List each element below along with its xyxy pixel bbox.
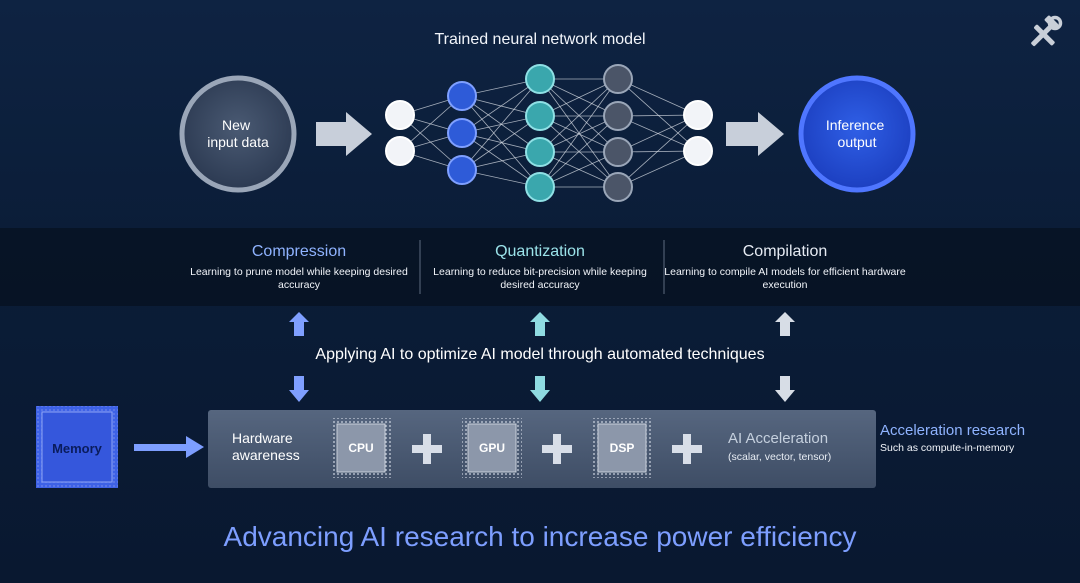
network-edge bbox=[461, 78, 541, 134]
center-statement: Applying AI to optimize AI model through… bbox=[315, 346, 765, 363]
ai-acceleration-label: AI Acceleration bbox=[728, 430, 829, 447]
network-node-layer-1 bbox=[447, 81, 477, 111]
dsp-chip: DSP bbox=[592, 418, 652, 478]
acceleration-research-subtitle: Such as compute-in-memory bbox=[880, 442, 1015, 454]
network-node-layer-2 bbox=[525, 101, 555, 131]
network-title: Trained neural network model bbox=[434, 31, 646, 48]
dsp-label: DSP bbox=[610, 441, 635, 455]
network-edge bbox=[617, 114, 699, 188]
network-node-layer-4 bbox=[683, 136, 713, 166]
up-arrow-compilation bbox=[775, 312, 795, 336]
network-node-layer-2 bbox=[525, 172, 555, 202]
compilation-title: Compilation bbox=[742, 243, 828, 260]
network-edge bbox=[461, 78, 541, 171]
down-arrow-compression bbox=[289, 376, 309, 402]
hammer-wrench-icon bbox=[1031, 15, 1063, 47]
footer-headline: Advancing AI research to increase power … bbox=[223, 521, 857, 552]
network-node-layer-0 bbox=[385, 136, 415, 166]
network-node-layer-2 bbox=[525, 64, 555, 94]
compilation-description: Learning to compile AI models for effici… bbox=[664, 266, 906, 291]
network-nodes bbox=[385, 64, 713, 202]
network-node-layer-0 bbox=[385, 100, 415, 130]
network-node-layer-4 bbox=[683, 100, 713, 130]
network-edge bbox=[539, 78, 619, 153]
hardware-awareness-label: Hardware awareness bbox=[232, 430, 300, 463]
network-edge bbox=[461, 95, 541, 188]
memory-chip: Memory bbox=[36, 406, 118, 488]
plus-icon bbox=[412, 434, 442, 464]
quantization-title: Quantization bbox=[495, 243, 585, 260]
inference-output-label: Inference output bbox=[826, 117, 888, 150]
network-edge bbox=[539, 78, 619, 188]
inference-output-circle bbox=[798, 75, 916, 193]
memory-label: Memory bbox=[52, 441, 103, 456]
network-edge bbox=[617, 78, 699, 152]
network-edge bbox=[539, 115, 619, 188]
network-edge bbox=[461, 115, 541, 171]
acceleration-research-title: Acceleration research bbox=[880, 422, 1026, 439]
memory-arrow bbox=[134, 436, 204, 458]
network-node-layer-3 bbox=[603, 64, 633, 94]
ai-acceleration-subtitle: (scalar, vector, tensor) bbox=[728, 451, 832, 463]
cpu-chip: CPU bbox=[331, 418, 391, 478]
up-arrow-compression bbox=[289, 312, 309, 336]
network-edge bbox=[461, 132, 541, 188]
network-node-layer-3 bbox=[603, 172, 633, 202]
techniques-band bbox=[0, 228, 1080, 306]
quantization-description: Learning to reduce bit-precision while k… bbox=[433, 266, 647, 291]
output-arrow bbox=[726, 112, 784, 156]
input-data-circle bbox=[179, 75, 297, 193]
input-arrow bbox=[316, 112, 372, 156]
down-arrow-compilation bbox=[775, 376, 795, 402]
input-data-label: New input data bbox=[207, 117, 269, 150]
network-node-layer-3 bbox=[603, 101, 633, 131]
network-node-layer-3 bbox=[603, 137, 633, 167]
cpu-label: CPU bbox=[348, 441, 373, 455]
compression-description: Learning to prune model while keeping de… bbox=[190, 266, 408, 291]
up-arrow-quantization bbox=[530, 312, 550, 336]
compression-title: Compression bbox=[251, 243, 347, 260]
down-arrow-quantization bbox=[530, 376, 550, 402]
gpu-label: GPU bbox=[479, 441, 505, 455]
network-node-layer-1 bbox=[447, 118, 477, 148]
plus-icon bbox=[672, 434, 702, 464]
network-node-layer-2 bbox=[525, 137, 555, 167]
network-node-layer-1 bbox=[447, 155, 477, 185]
plus-icon bbox=[542, 434, 572, 464]
gpu-chip: GPU bbox=[462, 418, 522, 478]
